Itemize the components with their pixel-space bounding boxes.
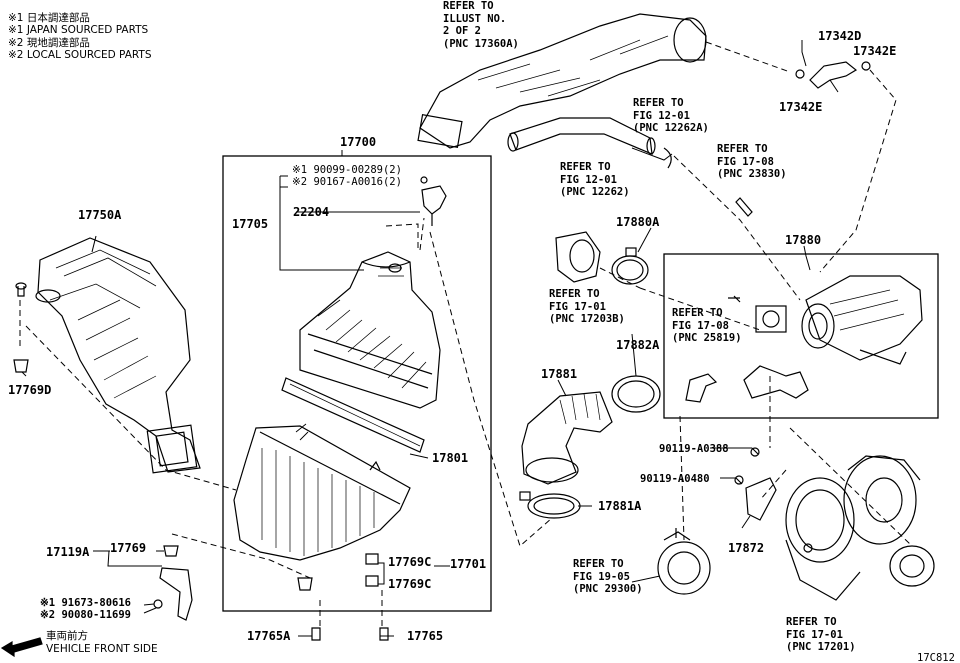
ref-line: (PNC 17203B): [549, 313, 625, 325]
part-90119-a0480[interactable]: 90119-A0480: [640, 473, 710, 485]
ref-illust-line: (PNC 17360A): [443, 37, 519, 50]
part-17769[interactable]: 17769: [110, 541, 147, 555]
dashed-connection-lines: [19, 41, 913, 628]
ref-line: REFER TO: [633, 97, 684, 109]
part-17769D[interactable]: 17769D: [8, 383, 52, 397]
ref-line: (PNC 29300): [573, 583, 643, 595]
ref-fig17-c: REFER TO FIG 17-08 (PNC 25819): [672, 307, 742, 345]
bracket-17872-drawing: [734, 447, 777, 521]
ref-line: (PNC 12262): [560, 186, 630, 198]
ref-fig19: REFER TO FIG 19-05 (PNC 29300): [573, 558, 643, 596]
intake-duct-drawing: [35, 237, 201, 474]
air-cleaner-group-box: [222, 155, 492, 612]
part-17765A[interactable]: 17765A: [247, 629, 291, 643]
ref-line: REFER TO: [717, 143, 768, 155]
clamp-17882A-drawing: [611, 375, 661, 413]
part-17769C-lower[interactable]: 17769C: [388, 577, 432, 591]
part-90167[interactable]: ※2 90167-A0016(2): [292, 176, 402, 188]
ref-fig17-d: REFER TO FIG 17-01 (PNC 17201): [786, 616, 856, 654]
hose-17342D-drawing: [795, 61, 871, 89]
ref-line: FIG 17-08: [672, 319, 729, 332]
ref-illust: REFER TO ILLUST NO. 2 OF 2 (PNC 17360A): [443, 0, 519, 50]
front-side-en: VEHICLE FRONT SIDE: [46, 643, 158, 655]
air-filter-element-drawing: [281, 377, 425, 453]
part-17705[interactable]: 17705: [232, 217, 269, 231]
part-17765[interactable]: 17765: [407, 629, 444, 643]
ref-line: FIG 12-01: [633, 109, 690, 122]
air-cleaner-case-drawing: [233, 423, 411, 561]
ref-line: FIG 17-01: [786, 628, 843, 641]
front-arrow-drawing: [0, 637, 43, 658]
part-17769C-upper[interactable]: 17769C: [388, 555, 432, 569]
turbocharger-drawing: [785, 455, 935, 601]
part-90099[interactable]: ※1 90099-00289(2): [292, 164, 402, 176]
ref-line: REFER TO: [560, 161, 611, 173]
part-17880[interactable]: 17880: [785, 233, 822, 247]
part-90119-a0388[interactable]: 90119-A0388: [659, 443, 729, 455]
part-17750A[interactable]: 17750A: [78, 208, 122, 222]
flange-17203B-drawing: [555, 231, 601, 283]
part-17801[interactable]: 17801: [432, 451, 469, 465]
air-cleaner-cap-drawing: [299, 251, 441, 409]
ref-fig17-a: REFER TO FIG 17-08 (PNC 23830): [717, 143, 787, 181]
ref-line: REFER TO: [573, 558, 624, 570]
sensor-22204-drawing: [420, 176, 447, 226]
legend-line-3: ※2 現地調達部品: [8, 37, 90, 49]
ref-fig12-a: REFER TO FIG 12-01 (PNC 12262A): [633, 97, 709, 135]
intake-pipe-top-drawing: [417, 13, 707, 149]
ref-line: REFER TO: [672, 307, 723, 319]
ref-illust-line: REFER TO: [443, 0, 494, 12]
part-17701[interactable]: 17701: [450, 557, 487, 571]
part-17882A[interactable]: 17882A: [616, 338, 660, 352]
part-17119A[interactable]: 17119A: [46, 545, 90, 559]
part-17881[interactable]: 17881: [541, 367, 578, 381]
ref-line: FIG 17-08: [717, 155, 774, 168]
throttle-group-box: [663, 253, 939, 419]
part-17700[interactable]: 17700: [340, 135, 377, 149]
ref-line: (PNC 25819): [672, 332, 742, 344]
ref-line: REFER TO: [549, 288, 600, 300]
ref-line: (PNC 17201): [786, 641, 856, 653]
vacuum-pump-drawing: [657, 528, 711, 595]
clip-17769D-drawing: [13, 282, 29, 373]
clamp-17881A-drawing: [519, 491, 581, 519]
ref-line: FIG 19-05: [573, 570, 630, 583]
part-22204[interactable]: 22204: [293, 205, 330, 219]
pipe-23830-drawing: [735, 197, 753, 217]
front-side-jp: 車両前方: [46, 630, 88, 642]
ref-fig17-b: REFER TO FIG 17-01 (PNC 17203B): [549, 288, 625, 326]
throttle-body-drawing: [728, 275, 923, 365]
diagram-code: 17C812: [917, 652, 955, 663]
ring-17880A-drawing: [611, 247, 649, 285]
legend-line-4: ※2 LOCAL SOURCED PARTS: [8, 49, 152, 61]
ref-fig12-b: REFER TO FIG 12-01 (PNC 12262): [560, 161, 630, 199]
ref-line: (PNC 23830): [717, 168, 787, 180]
legend-line-1: ※1 日本調達部品: [8, 12, 90, 24]
ref-illust-line: 2 OF 2: [443, 25, 481, 37]
hoses-bottom-drawing: [685, 365, 809, 403]
ref-illust-line: ILLUST NO.: [443, 12, 507, 25]
part-17342E-bottom[interactable]: 17342E: [779, 100, 823, 114]
ref-line: FIG 17-01: [549, 300, 606, 313]
legend-line-2: ※1 JAPAN SOURCED PARTS: [8, 24, 149, 36]
part-90080[interactable]: ※2 90080-11699: [40, 609, 131, 621]
part-17342D[interactable]: 17342D: [818, 29, 862, 43]
part-17872[interactable]: 17872: [728, 541, 765, 555]
part-17880A[interactable]: 17880A: [616, 215, 660, 229]
part-17881A[interactable]: 17881A: [598, 499, 642, 513]
ref-line: (PNC 12262A): [633, 122, 709, 134]
ref-line: FIG 12-01: [560, 173, 617, 186]
hose-17881-drawing: [521, 391, 613, 485]
leader-lines: [21, 40, 839, 637]
ref-line: REFER TO: [786, 616, 837, 628]
pipe-12262-drawing: [507, 117, 672, 169]
part-17342E-top[interactable]: 17342E: [853, 44, 897, 58]
part-91673[interactable]: ※1 91673-80616: [40, 597, 131, 609]
